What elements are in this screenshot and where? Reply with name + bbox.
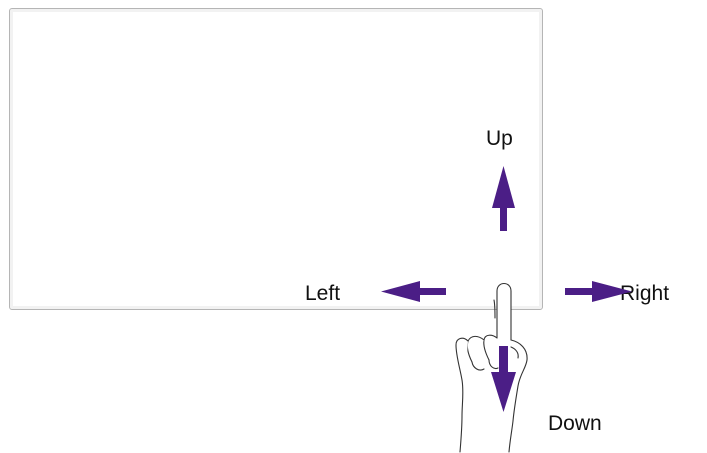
down-label: Down: [548, 412, 602, 435]
touch-screen-frame: [9, 8, 543, 310]
up-arrow-icon: [492, 166, 515, 231]
left-label: Left: [305, 282, 341, 305]
up-label: Up: [486, 127, 513, 150]
down-arrow-icon: [491, 346, 516, 412]
right-arrow-icon: [565, 281, 632, 302]
hand-pointing-icon: [455, 282, 528, 453]
right-label: Right: [620, 282, 670, 305]
left-arrow-icon: [381, 281, 446, 302]
